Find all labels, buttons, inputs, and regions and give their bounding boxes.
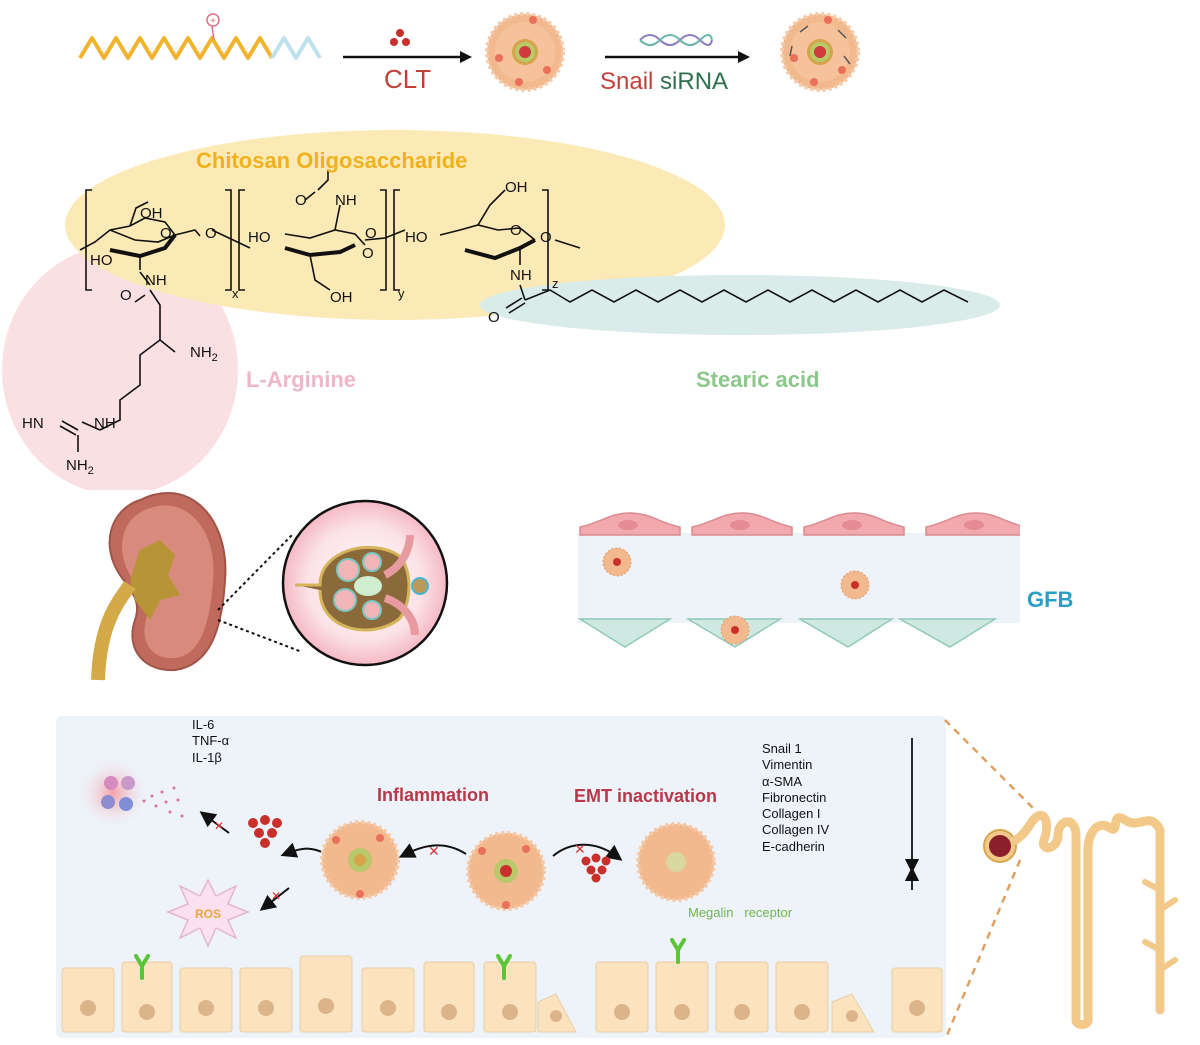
marker-item: Collagen I <box>762 806 821 822</box>
emt-marker-list: Snail 1 Vimentin α-SMA Fibronectin Colla… <box>762 741 829 855</box>
atom-nh2: NH2 <box>190 344 218 364</box>
block-x-icon: ✕ <box>574 841 586 857</box>
atom-o: O <box>365 225 377 242</box>
block-x-icon: ✕ <box>428 843 440 859</box>
nanoparticle-icon <box>466 831 546 911</box>
repeat-z: z <box>552 276 559 291</box>
cytokine-list: IL-6 TNF-α IL-1β <box>192 717 229 766</box>
atom-nh: NH <box>145 272 167 289</box>
stearic-highlight <box>480 275 1000 335</box>
atom-nh: NH <box>94 415 116 432</box>
glomerular-filtration-barrier <box>577 512 1020 648</box>
arrow-right-icon <box>343 51 472 63</box>
marker-item: Fibronectin <box>762 789 827 805</box>
gfb-label: GFB <box>1027 587 1074 612</box>
mechanism-diagram: ✕ ✕ ✕ ✕ <box>61 738 943 1033</box>
atom-o: O <box>120 287 132 304</box>
megalin-receptor-icon <box>134 938 686 980</box>
endothelial-cells <box>579 512 1020 536</box>
nanoparticle-icon <box>320 820 400 900</box>
glomerulus-magnified-icon <box>281 499 449 667</box>
arrow-right-icon <box>605 51 750 63</box>
marker-item: α-SMA <box>762 773 803 789</box>
atom-nh: NH <box>335 192 357 209</box>
stearic-polymer-chain <box>270 36 322 60</box>
cytokine-item: TNF-α <box>192 733 230 749</box>
repeat-y: y <box>398 286 405 301</box>
arginine-highlight <box>2 245 238 490</box>
repeat-x: x <box>232 286 239 301</box>
atom-ho: HO <box>405 229 428 246</box>
marker-item: E-cadherin <box>762 838 825 854</box>
synthesis-scheme: + <box>78 12 860 92</box>
cell-nuclei <box>80 998 925 1022</box>
kidney-icon <box>91 492 227 681</box>
atom-o: O <box>510 222 522 239</box>
atom-labels: OH HO O O NH O x NH2 HN NH NH2 O NH HO O… <box>22 179 559 477</box>
l-arginine-label: L-Arginine <box>246 367 356 392</box>
chemical-structure: OH HO O O NH O x NH2 HN NH NH2 O NH HO O… <box>2 130 1000 490</box>
inflammation-label: Inflammation <box>377 785 490 805</box>
marker-item: Vimentin <box>762 757 813 773</box>
atom-oh: OH <box>505 179 528 196</box>
kidney-illustration <box>91 492 449 681</box>
zoom-leader-line <box>943 859 1022 1041</box>
cos-highlight <box>65 130 725 320</box>
released-clt-icon <box>248 815 282 848</box>
marker-item: Collagen IV <box>762 822 830 838</box>
podocytes <box>577 618 998 648</box>
atom-o: O <box>362 245 374 262</box>
atom-nh: NH <box>510 267 532 284</box>
cytokine-item: IL-1β <box>192 749 222 765</box>
atom-oh: OH <box>140 205 163 222</box>
atom-ho: HO <box>90 252 113 269</box>
sirna-helix-icon <box>639 34 713 46</box>
stearic-acid-label: Stearic acid <box>696 367 820 392</box>
emt-inactivation-label: EMT inactivation <box>574 786 718 806</box>
blocked-arrow-icon <box>199 811 230 834</box>
marker-item: Snail 1 <box>762 741 802 756</box>
atom-o: O <box>160 225 172 242</box>
charge-symbol: + <box>210 16 216 27</box>
chitosan-oligosaccharide-label: Chitosan Oligosaccharide <box>196 148 468 173</box>
atom-o: O <box>488 309 500 326</box>
cytokine-item: IL-6 <box>192 717 215 732</box>
block-x-icon: ✕ <box>214 819 224 833</box>
clt-label: CLT <box>384 64 432 94</box>
positive-charge-icon <box>206 13 220 27</box>
snail-sirna-label: Snail siRNA <box>600 68 728 96</box>
atom-o: O <box>205 225 217 242</box>
ros-burst-icon <box>165 878 251 948</box>
sirna-clt-nanoparticle-icon <box>780 12 860 92</box>
atom-oh: OH <box>330 289 353 306</box>
nephron-icon <box>983 811 1178 1029</box>
empty-nanoparticle-icon <box>636 822 716 902</box>
cos-polymer-chain <box>78 36 274 60</box>
atom-o: O <box>540 229 552 246</box>
atom-ho: HO <box>248 229 271 246</box>
atom-o: O <box>295 192 307 209</box>
ros-label: ROS <box>195 907 222 921</box>
atom-nh2: NH2 <box>66 457 94 477</box>
atom-hn: HN <box>22 415 44 432</box>
zoom-leader-line <box>944 719 1041 816</box>
clt-loaded-nanoparticle-icon <box>485 12 565 92</box>
nephron-illustration <box>943 719 1178 1041</box>
cytokine-dots-icon <box>142 786 184 818</box>
megalin-receptor-label: Megalin receptor <box>688 905 793 920</box>
nanoparticle-in-gfb-icon <box>602 547 870 645</box>
immune-cells-icon <box>75 755 151 831</box>
sirna-label: siRNA <box>660 68 729 95</box>
basement-membrane <box>578 533 1020 623</box>
released-clt-icon <box>581 853 611 883</box>
block-x-icon: ✕ <box>271 889 281 903</box>
clt-drug-icon <box>390 29 410 46</box>
tubular-epithelial-cells <box>61 955 943 1033</box>
snail-label: Snail <box>600 68 654 95</box>
